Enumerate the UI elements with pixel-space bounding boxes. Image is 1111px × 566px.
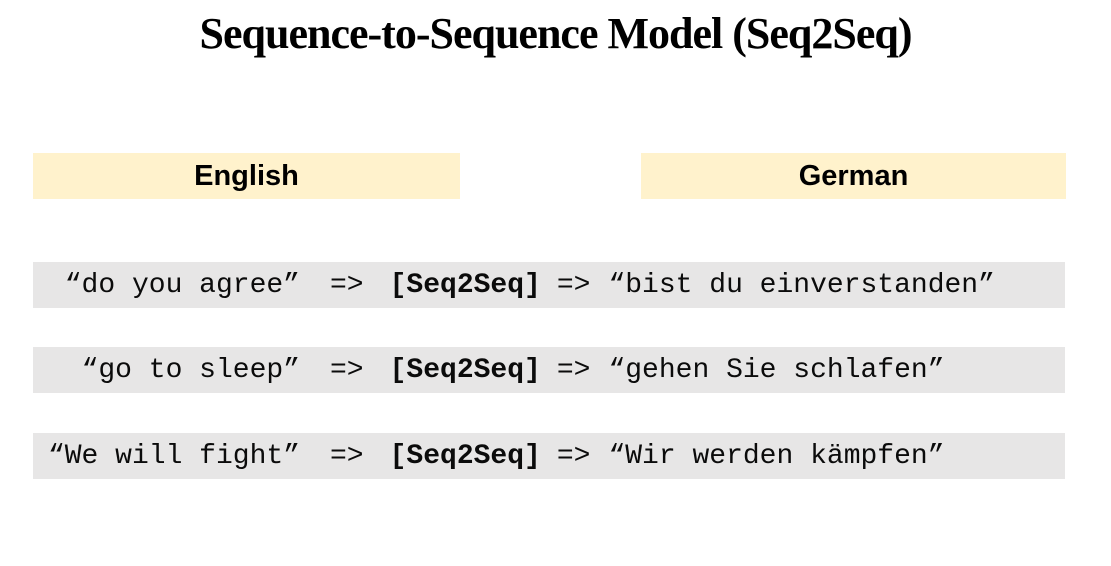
arrow-right: => [330,440,364,472]
column-header-english: English [33,153,460,199]
arrow-right: => [556,269,591,301]
seq2seq-model-label: [Seq2Seq] [389,269,541,301]
column-header-german-label: German [798,159,909,192]
seq2seq-model-label: [Seq2Seq] [389,440,541,472]
english-phrase: “go to sleep” [81,354,300,386]
german-phrase: “gehen Sie schlafen” [608,354,945,386]
arrow-right: => [556,354,591,386]
page-title: Sequence-to-Sequence Model (Seq2Seq) [199,9,913,58]
german-phrase: “bist du einverstanden” [608,269,995,301]
column-header-english-label: English [194,159,299,192]
column-header-german: German [641,153,1066,199]
english-phrase: “do you agree” [64,269,300,301]
translation-row: “go to sleep” => [Seq2Seq] => “gehen Sie… [33,347,1065,393]
english-phrase: “We will fight” [47,440,300,472]
translation-row: “We will fight” => [Seq2Seq] => “Wir wer… [33,433,1065,479]
arrow-right: => [330,354,364,386]
arrow-right: => [330,269,364,301]
german-phrase: “Wir werden kämpfen” [608,440,945,472]
arrow-right: => [556,440,591,472]
translation-row: “do you agree” => [Seq2Seq] => “bist du … [33,262,1065,308]
seq2seq-model-label: [Seq2Seq] [389,354,541,386]
